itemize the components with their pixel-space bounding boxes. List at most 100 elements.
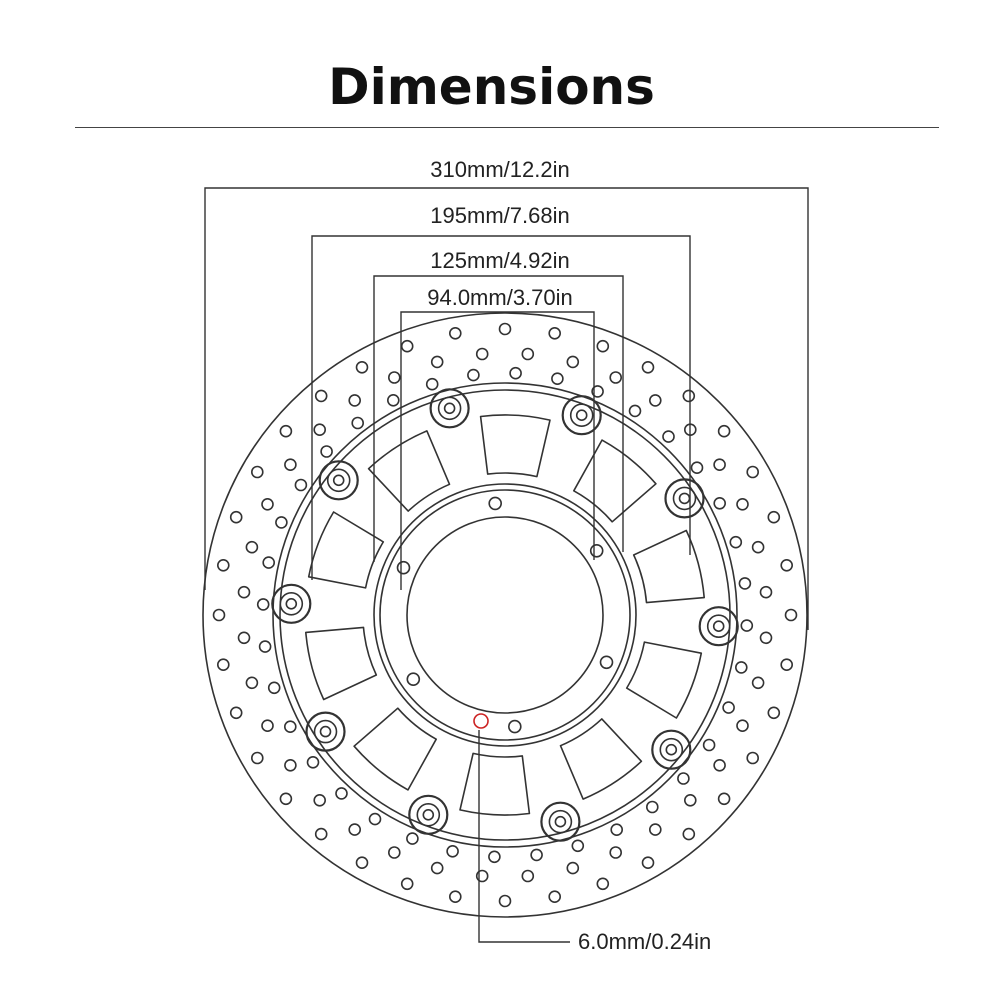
drill-hole — [306, 755, 320, 769]
drill-hole — [717, 792, 731, 806]
drill-hole — [751, 540, 765, 554]
float-button-ring — [569, 403, 594, 428]
float-button — [318, 460, 359, 501]
float-button-center — [285, 597, 298, 610]
float-button-ring — [548, 809, 573, 834]
drill-hole — [217, 658, 230, 672]
drill-hole — [738, 577, 752, 590]
dim-label-center-bore: 94.0mm/3.70in — [427, 285, 573, 310]
float-button — [698, 606, 739, 647]
carrier-spokes — [305, 414, 705, 816]
carrier-cutout — [305, 626, 378, 701]
dim-label-outer-diameter: 310mm/12.2in — [430, 157, 570, 182]
float-button — [664, 478, 705, 519]
drill-hole — [566, 355, 580, 369]
float-button — [271, 583, 312, 624]
drill-hole — [729, 535, 743, 549]
drill-hole — [348, 823, 362, 836]
drill-hole — [386, 393, 400, 407]
drill-hole — [509, 366, 522, 380]
drill-hole — [430, 355, 444, 369]
title-divider — [75, 127, 939, 128]
dim-label-carrier-diameter: 125mm/4.92in — [430, 248, 570, 273]
hub-outer — [373, 483, 637, 747]
drill-hole — [368, 812, 382, 826]
drill-hole — [713, 458, 726, 472]
float-button-center — [422, 808, 435, 821]
drill-hole — [351, 416, 365, 430]
drill-hole — [283, 720, 297, 734]
drill-hole — [284, 758, 297, 772]
float-button-center — [443, 402, 456, 415]
drill-hole — [467, 368, 480, 382]
drill-hole — [335, 787, 348, 800]
drill-hole — [591, 385, 604, 398]
drill-hole — [355, 360, 369, 374]
carrier-cutout — [573, 439, 657, 523]
drill-hole — [258, 640, 272, 653]
drill-hole — [387, 371, 401, 384]
drill-hole — [648, 823, 662, 836]
drill-hole — [609, 371, 623, 384]
drill-hole — [400, 339, 414, 353]
float-button-ring — [416, 802, 441, 827]
rotor-outer-edge — [202, 312, 808, 918]
drill-hole — [400, 877, 414, 891]
bolt-hole — [406, 672, 421, 687]
drill-hole — [279, 424, 293, 438]
drill-hole — [521, 347, 535, 361]
dim-label-rotor-inner-diameter: 195mm/7.68in — [430, 203, 570, 228]
leader-line-hole — [478, 730, 570, 943]
drill-hole — [262, 556, 276, 569]
drill-hole — [648, 394, 662, 407]
drill-hole — [250, 751, 264, 765]
float-buttons — [271, 388, 739, 842]
drill-hole — [245, 676, 259, 690]
dim-label-mounting-hole: 6.0mm/0.24in — [578, 929, 712, 954]
drill-hole — [767, 510, 781, 524]
drill-holes — [212, 322, 798, 908]
drill-hole — [645, 800, 659, 814]
float-button-ring — [659, 737, 684, 762]
drill-hole — [498, 894, 512, 908]
float-button-ring — [326, 468, 351, 493]
float-button-center — [678, 492, 691, 505]
carrier-cutout — [367, 430, 451, 512]
drill-hole — [245, 540, 259, 554]
dim-line-195 — [311, 235, 691, 580]
carrier-cutout — [632, 529, 705, 604]
drill-hole — [237, 585, 251, 599]
drill-hole — [430, 861, 444, 875]
drill-hole — [566, 861, 580, 875]
dim-line-310 — [204, 187, 809, 630]
drill-hole — [690, 461, 704, 475]
drill-hole — [713, 496, 727, 510]
drill-hole — [734, 661, 748, 674]
float-button — [305, 711, 346, 752]
float-button — [651, 729, 692, 770]
drill-hole — [406, 832, 419, 845]
drill-hole — [448, 326, 462, 340]
drill-hole — [746, 751, 760, 765]
drill-hole — [229, 510, 243, 524]
drill-hole — [237, 631, 251, 645]
page-title: Dimensions — [328, 58, 655, 116]
bolt-hole — [507, 719, 522, 734]
drill-hole — [767, 706, 781, 720]
drill-hole — [746, 465, 760, 479]
float-button — [561, 395, 602, 436]
drill-hole — [279, 792, 293, 806]
drill-hole — [548, 326, 562, 340]
mounting-bolt-holes — [396, 496, 614, 734]
float-button-center — [712, 620, 725, 633]
drill-hole — [662, 430, 675, 443]
drill-hole — [521, 869, 535, 883]
drill-hole — [641, 856, 655, 870]
drill-hole — [284, 458, 297, 472]
drill-hole — [609, 846, 623, 859]
float-button — [408, 794, 449, 835]
drill-hole — [736, 719, 749, 733]
brake-disc — [202, 312, 808, 918]
drill-hole — [261, 719, 274, 733]
drill-hole — [784, 608, 798, 622]
